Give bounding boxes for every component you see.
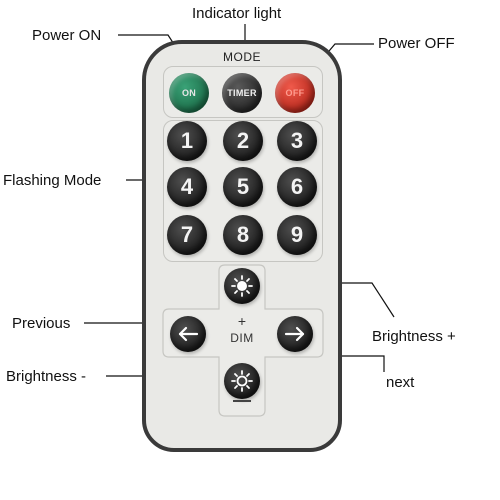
label-previous: Previous	[12, 315, 71, 332]
number-key-6[interactable]: 6	[277, 167, 317, 207]
dim-plus-sign: +	[237, 313, 247, 329]
number-key-3[interactable]: 3	[277, 121, 317, 161]
dim-minus-sign	[233, 400, 251, 402]
label-power-off: Power OFF	[378, 35, 455, 52]
arrow-right-icon	[284, 326, 305, 342]
next-button[interactable]	[277, 316, 313, 352]
number-key-1[interactable]: 1	[167, 121, 207, 161]
dim-label: DIM	[230, 331, 254, 345]
sun-filled-icon	[231, 275, 253, 297]
timer-button[interactable]: TIMER	[222, 73, 262, 113]
brightness-down-button[interactable]	[224, 363, 260, 399]
arrow-left-icon	[178, 326, 199, 342]
number-key-9[interactable]: 9	[277, 215, 317, 255]
mode-label: MODE	[223, 50, 261, 64]
number-key-5[interactable]: 5	[223, 167, 263, 207]
label-brightness-plus: Brightness +	[372, 328, 456, 345]
power-on-button[interactable]: ON	[169, 73, 209, 113]
label-power-on: Power ON	[32, 27, 102, 44]
number-key-4[interactable]: 4	[167, 167, 207, 207]
sun-outline-icon	[231, 370, 253, 392]
number-key-2[interactable]: 2	[223, 121, 263, 161]
previous-button[interactable]	[170, 316, 206, 352]
label-flashing-mode: Flashing Mode	[3, 172, 102, 189]
power-off-button[interactable]: OFF	[275, 73, 315, 113]
label-indicator-light: Indicator light	[192, 5, 282, 22]
label-next: next	[386, 374, 415, 391]
brightness-up-button[interactable]	[224, 268, 260, 304]
number-key-7[interactable]: 7	[167, 215, 207, 255]
number-key-8[interactable]: 8	[223, 215, 263, 255]
label-brightness-minus: Brightness -	[6, 368, 87, 385]
